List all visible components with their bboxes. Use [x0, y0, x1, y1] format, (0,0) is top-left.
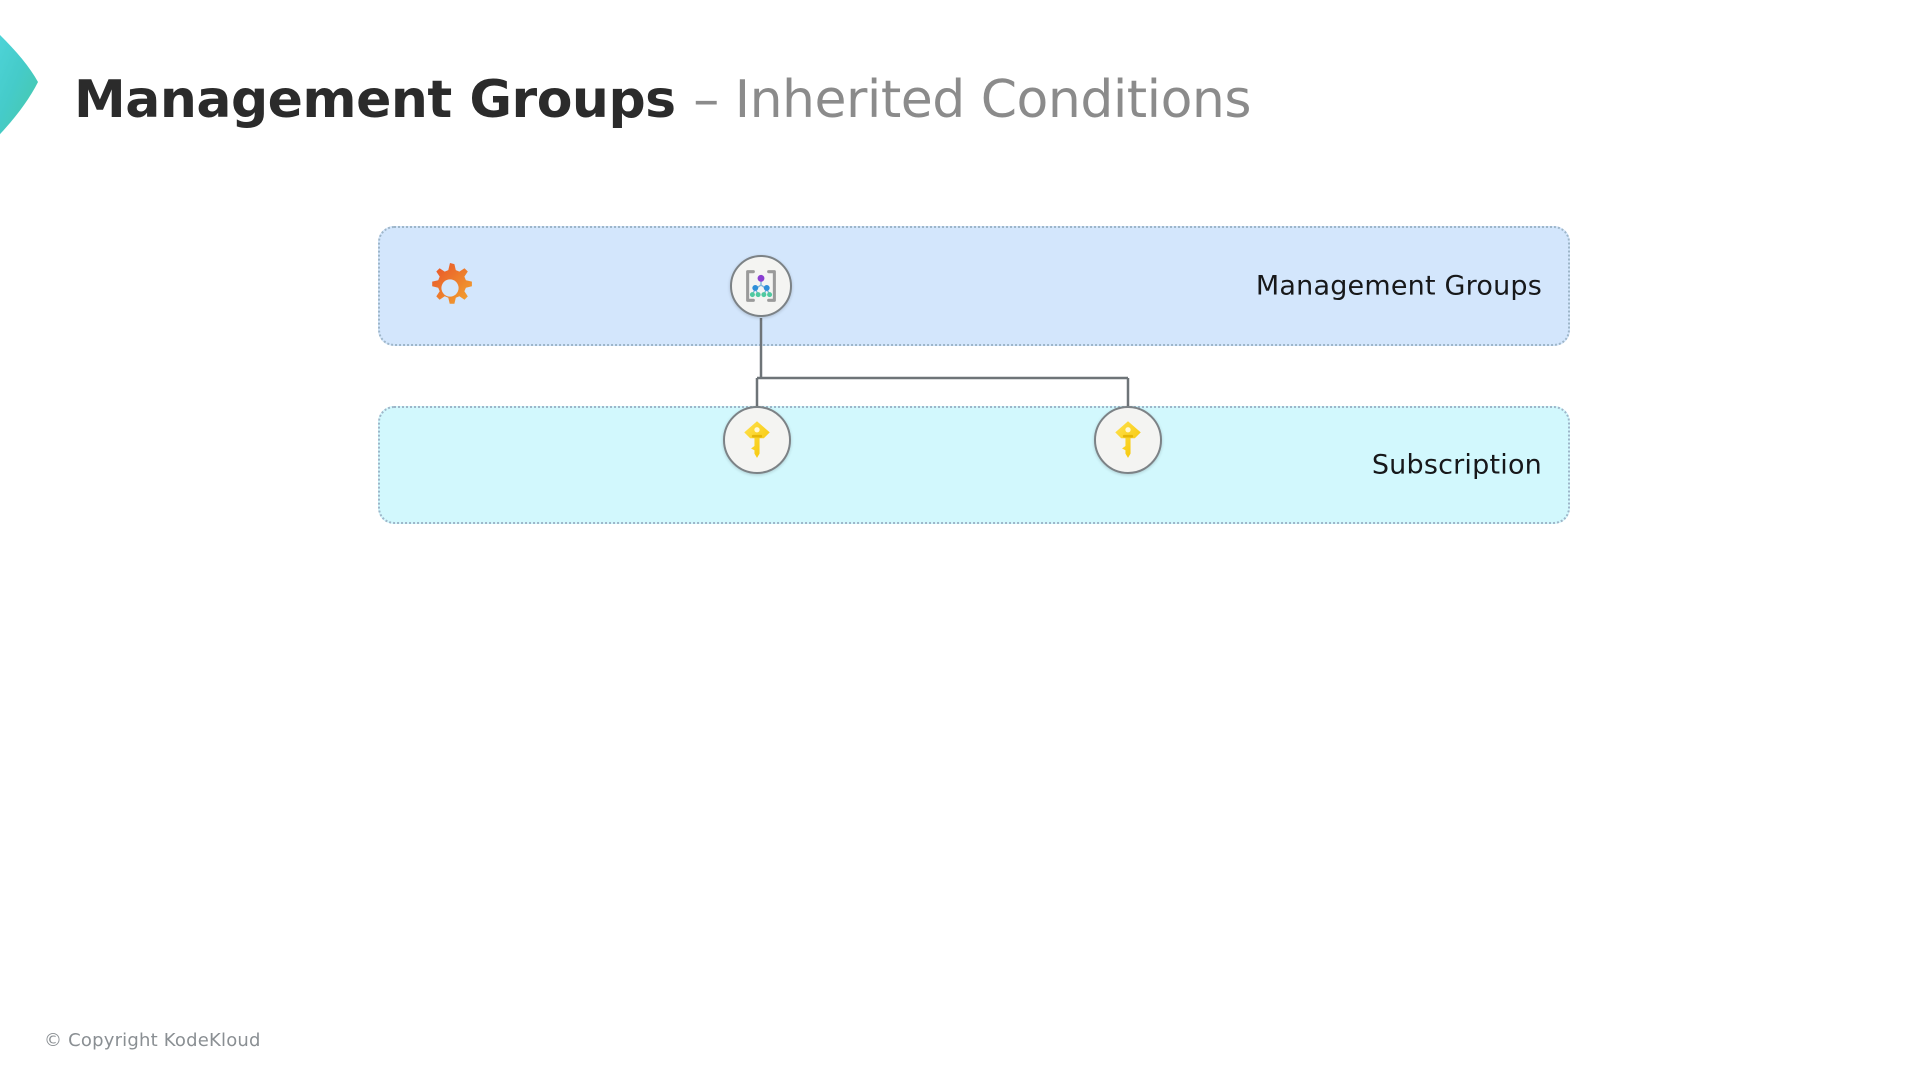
subscription-node-1[interactable] — [723, 406, 791, 474]
tier-label-management-groups: Management Groups — [1255, 270, 1542, 302]
tier-subscription[interactable]: Subscription — [378, 406, 1570, 524]
page-title-subtitle: – Inherited Conditions — [693, 70, 1251, 130]
hierarchy-diagram: Management Groups Subscription — [378, 226, 1570, 526]
page-title-main: Management Groups — [74, 70, 694, 130]
key-icon — [1115, 421, 1141, 458]
key-icon — [744, 421, 770, 458]
management-group-node[interactable] — [730, 255, 792, 317]
copyright-footer: © Copyright KodeKloud — [44, 1030, 261, 1051]
tier-label-subscription: Subscription — [1371, 449, 1542, 481]
tier-management-groups[interactable]: Management Groups — [378, 226, 1570, 346]
brand-corner-mark — [0, 8, 52, 158]
subscription-node-2[interactable] — [1094, 406, 1162, 474]
management-group-icon — [746, 270, 776, 302]
gear-icon — [422, 260, 478, 316]
page-title: Management Groups – Inherited Conditions — [74, 70, 1251, 130]
